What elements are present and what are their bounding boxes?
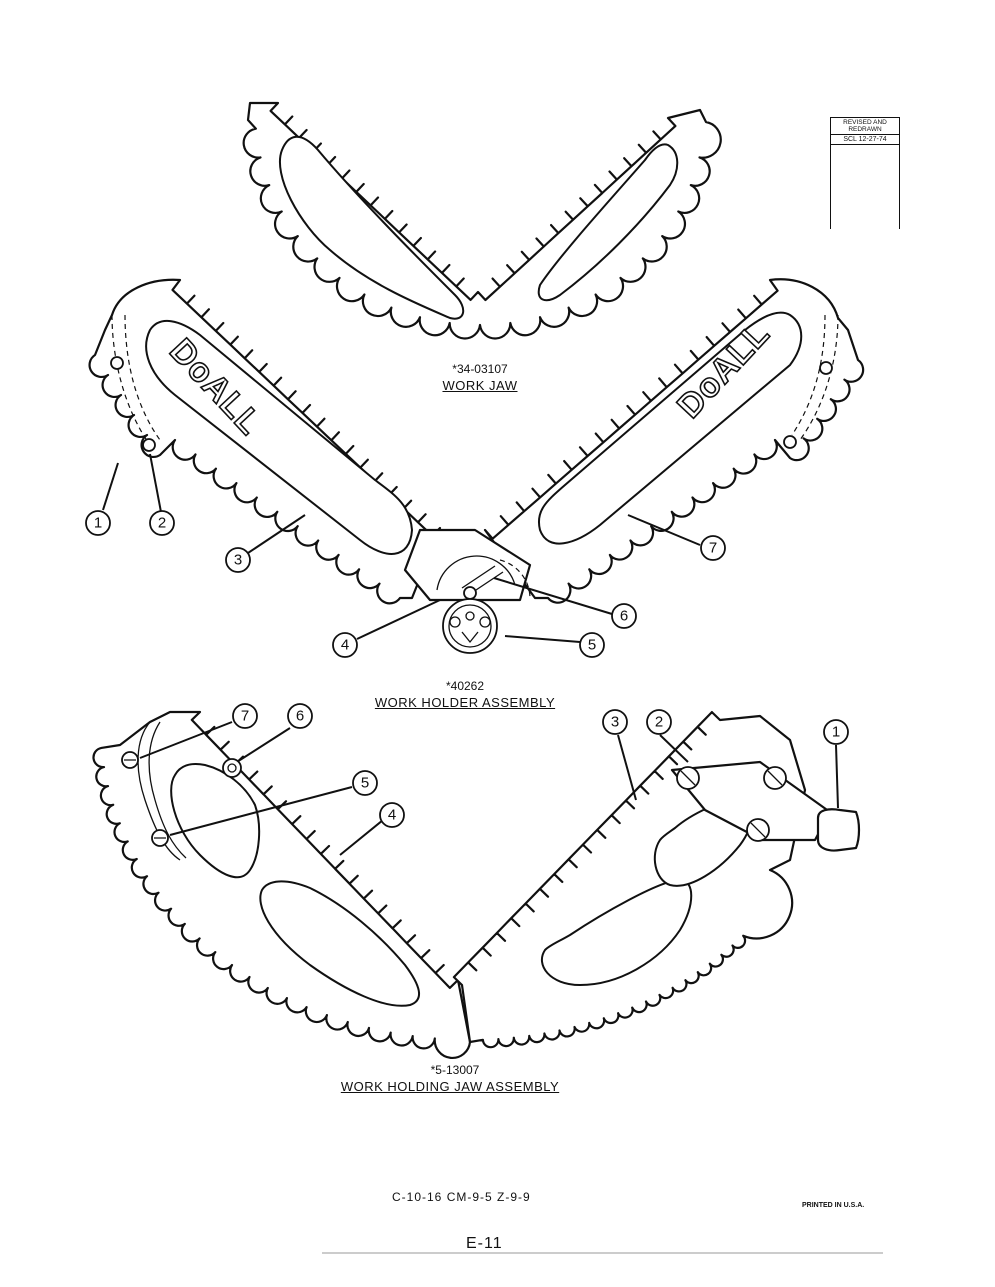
revision-date: SCL 12-27-74 [831,135,899,145]
holder-callout-4: 4 [332,632,358,658]
work-jaw-title: WORK JAW [442,378,518,393]
svg-text:7: 7 [241,708,249,725]
work-holding-jaw-title: WORK HOLDING JAW ASSEMBLY [340,1079,560,1094]
holder-callout-2: 2 [149,510,175,536]
left-jaw-screw-lower [142,438,156,452]
svg-text:3: 3 [611,714,619,731]
work-holder-drawing: DoALL DoALL [88,278,865,654]
holding-callout-6: 6 [287,703,313,729]
holder-callout-7: 7 [700,535,726,561]
work-jaw-right-slot [537,143,679,302]
svg-text:6: 6 [296,708,304,725]
footer-codes: C-10-16 CM-9-5 Z-9-9 [392,1190,531,1204]
svg-text:2: 2 [655,714,663,731]
footer-printed: PRINTED IN U.S.A. [802,1202,865,1209]
work-holder-title: WORK HOLDER ASSEMBLY [374,695,556,710]
holding-callout-2: 2 [646,709,672,735]
holder-callout-6: 6 [611,603,637,629]
svg-text:6: 6 [620,608,628,625]
work-holder-part-number: *40262 [445,679,485,693]
holder-callout-1: 1 [85,510,111,536]
holding-clamp-knob [816,808,861,852]
right-jaw-screw-lower [783,435,797,449]
holding-callout-4: 4 [379,802,405,828]
revision-note: REVISED AND REDRAWN [831,117,899,135]
work-holder-right-slot [537,311,803,545]
work-jaw-part-number: *34-03107 [452,362,508,376]
svg-text:1: 1 [94,515,102,532]
holding-jaw-callouts: 7 6 5 4 3 2 1 [139,703,849,856]
svg-text:3: 3 [234,552,242,569]
holding-pin [222,758,242,778]
holder-knob [442,598,498,654]
holding-callout-1: 1 [823,719,849,745]
svg-text:1: 1 [832,724,840,741]
holding-callout-3: 3 [602,709,628,735]
holding-left-slot-1 [170,763,261,879]
holding-left-slot-2 [259,880,420,1007]
holding-clamp-plate [670,760,832,842]
right-jaw-screw-upper [819,361,833,375]
work-jaw-left-slot [279,135,465,320]
work-holder-hub [403,528,532,602]
svg-text:4: 4 [341,637,349,654]
revision-block: REVISED AND REDRAWN SCL 12-27-74 [830,117,900,229]
work-holding-jaw-part-number: *5-13007 [430,1063,480,1077]
work-holder-left-slot [145,320,414,555]
holder-callout-3: 3 [225,547,251,573]
work-holder-callouts: 1 2 3 4 5 6 7 [85,453,726,658]
holder-callout-5: 5 [579,632,605,658]
work-jaw-outline [242,101,722,340]
holder-screw-6 [463,586,477,600]
work-jaw-drawing [242,101,722,340]
holding-callout-5: 5 [352,770,378,796]
svg-text:7: 7 [709,540,717,557]
svg-text:4: 4 [388,807,396,824]
svg-text:5: 5 [361,775,369,792]
holding-right-slot-1 [540,878,693,987]
svg-text:5: 5 [588,637,596,654]
work-holding-jaw-drawing [92,710,861,1059]
svg-text:2: 2 [158,515,166,532]
page-number: E-11 [466,1235,503,1252]
holding-callout-7: 7 [232,703,258,729]
left-jaw-screw-upper [110,356,124,370]
